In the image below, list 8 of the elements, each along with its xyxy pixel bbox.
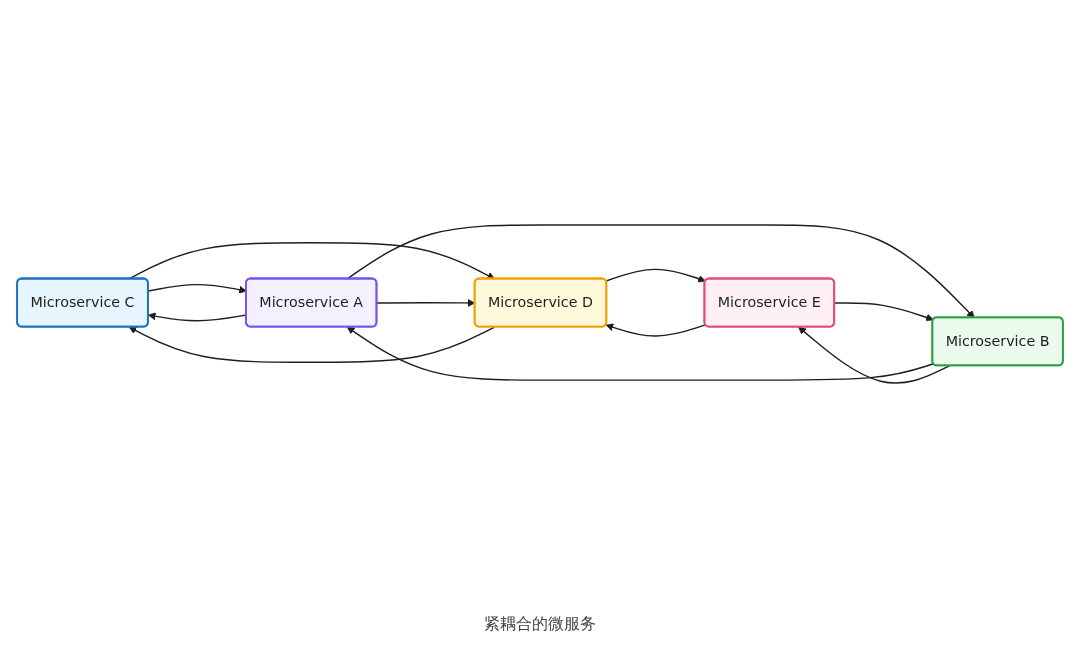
caption: 紧耦合的微服务 (484, 614, 596, 635)
arrow (346, 224, 975, 319)
arrow (605, 268, 706, 283)
arrow (128, 242, 495, 280)
arrow (128, 326, 496, 364)
arrow (798, 326, 951, 384)
arrow (346, 326, 935, 381)
arrow (605, 323, 707, 337)
